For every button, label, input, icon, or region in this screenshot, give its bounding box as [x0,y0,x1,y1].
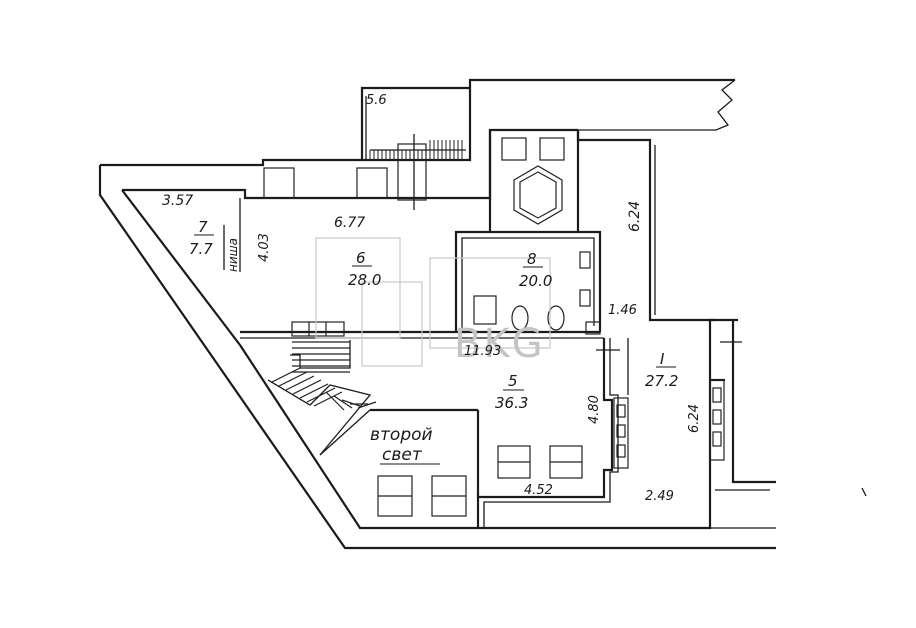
stair-step [285,375,315,391]
watermark-text: BKG [454,321,545,367]
second-light-label: свет [382,445,423,465]
dimension-label: 6.24 [627,201,643,232]
dimension-label: 3.57 [162,193,193,209]
stair-step [341,399,361,407]
room-labels: 7 7.7 6 28.0 8 20.0 5 36.3 I 27.2 второй… [189,218,678,465]
room-number-8: 8 [527,250,537,268]
dimension-label: 4.52 [524,483,553,498]
niche-label: ниша [226,238,240,272]
second-light-label: второй [370,425,433,445]
dimension-label: 1.46 [608,303,637,318]
stair-step [306,387,336,403]
dimension-label: 5.6 [366,93,387,108]
stair-step [325,391,345,411]
hatch-strip-top [369,150,463,160]
dimension-label: 4.80 [587,395,602,424]
room-area-I: 27.2 [645,372,678,390]
dimension-labels: 5.6 3.57 6.77 4.03 6.24 1.46 11.93 4.80 … [162,93,702,504]
room-number-5: 5 [508,372,518,390]
stair-step [313,391,343,407]
dimension-label: 11.93 [464,344,501,359]
stair-step [357,401,377,409]
stair-step [333,395,353,409]
dimension-label: 4.03 [257,233,272,262]
stair-step [271,367,301,383]
room-area-8: 20.0 [519,272,552,290]
staircase [271,341,377,411]
dimension-label: 6.24 [687,404,702,433]
stair-step [292,379,322,395]
room-area-6: 28.0 [348,271,381,289]
room-number-6: 6 [356,249,366,267]
room-number-7: 7 [198,218,208,236]
dimension-label: 6.77 [334,215,365,231]
room-number-I: I [660,350,665,368]
dimension-label: 2.49 [645,489,674,504]
room-area-7: 7.7 [189,240,213,258]
room-area-5: 36.3 [495,394,528,412]
watermark: BKG [315,237,551,367]
fixtures [271,137,867,517]
stair-step [299,383,329,399]
stair-step [278,371,308,387]
hatch-strip-right [429,140,463,150]
